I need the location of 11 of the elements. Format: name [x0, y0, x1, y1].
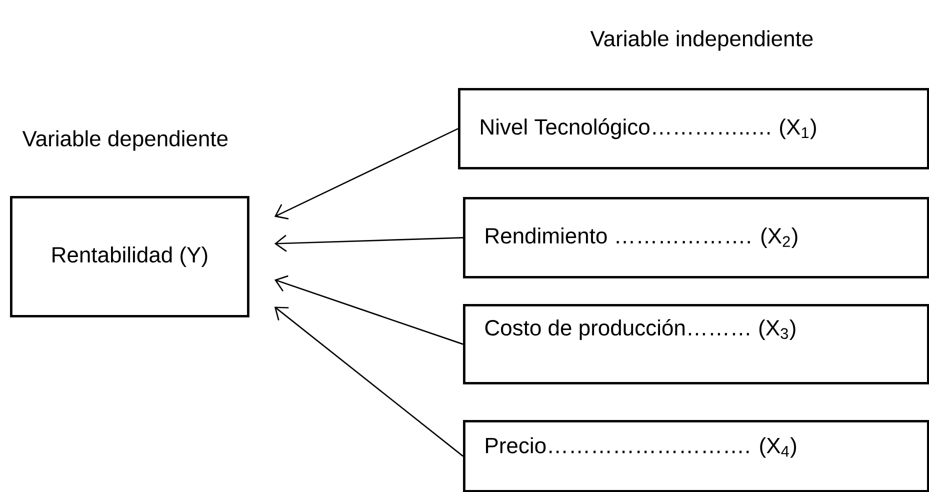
- arrow: [274, 275, 464, 345]
- arrow: [274, 234, 464, 252]
- variable-box: Rentabilidad (Y): [10, 196, 250, 318]
- variable-box: Precio………………………. (X$_{4}$): [463, 420, 929, 492]
- heading: Variable dependiente: [22, 130, 228, 151]
- arrow: [274, 306, 464, 457]
- arrow: [274, 128, 458, 220]
- heading: Variable independiente: [590, 30, 813, 51]
- variable-box: Costo de producción……… (X$_{3}$): [463, 304, 929, 384]
- variable-box: Nivel Tecnológico…………..… (X$_{1}$): [458, 88, 929, 170]
- variable-box: Rendimiento ………………. (X$_{2}$): [463, 197, 929, 278]
